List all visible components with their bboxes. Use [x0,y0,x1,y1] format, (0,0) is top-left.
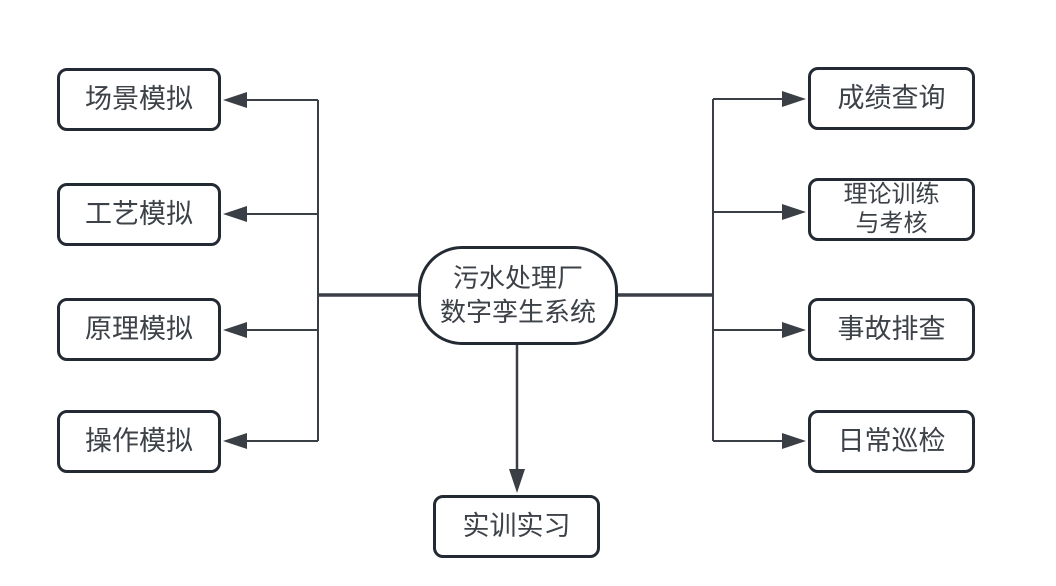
node-digital-twin-system: 污水处理厂 数字孪生系统 [418,246,618,345]
node-principle-simulation: 原理模拟 [57,298,221,361]
node-scene-simulation: 场景模拟 [57,68,221,131]
arrowhead-left-2-icon [223,206,247,222]
arrowhead-right-3-icon [782,322,806,338]
arrowhead-left-3-icon [223,322,247,338]
node-theory-training-assessment: 理论训练 与考核 [808,178,975,241]
arrowhead-left-4-icon [223,433,247,449]
node-operation-simulation: 操作模拟 [57,410,221,473]
arrowhead-bottom-icon [509,469,525,493]
node-process-simulation: 工艺模拟 [57,183,221,246]
node-practical-training: 实训实习 [433,495,600,558]
arrowhead-left-1-icon [223,92,247,108]
arrowhead-right-1-icon [782,91,806,107]
arrowhead-right-2-icon [782,204,806,220]
node-accident-investigation: 事故排查 [808,298,975,361]
node-score-query: 成绩查询 [808,67,975,130]
node-daily-inspection: 日常巡检 [808,410,975,473]
arrowhead-right-4-icon [782,433,806,449]
